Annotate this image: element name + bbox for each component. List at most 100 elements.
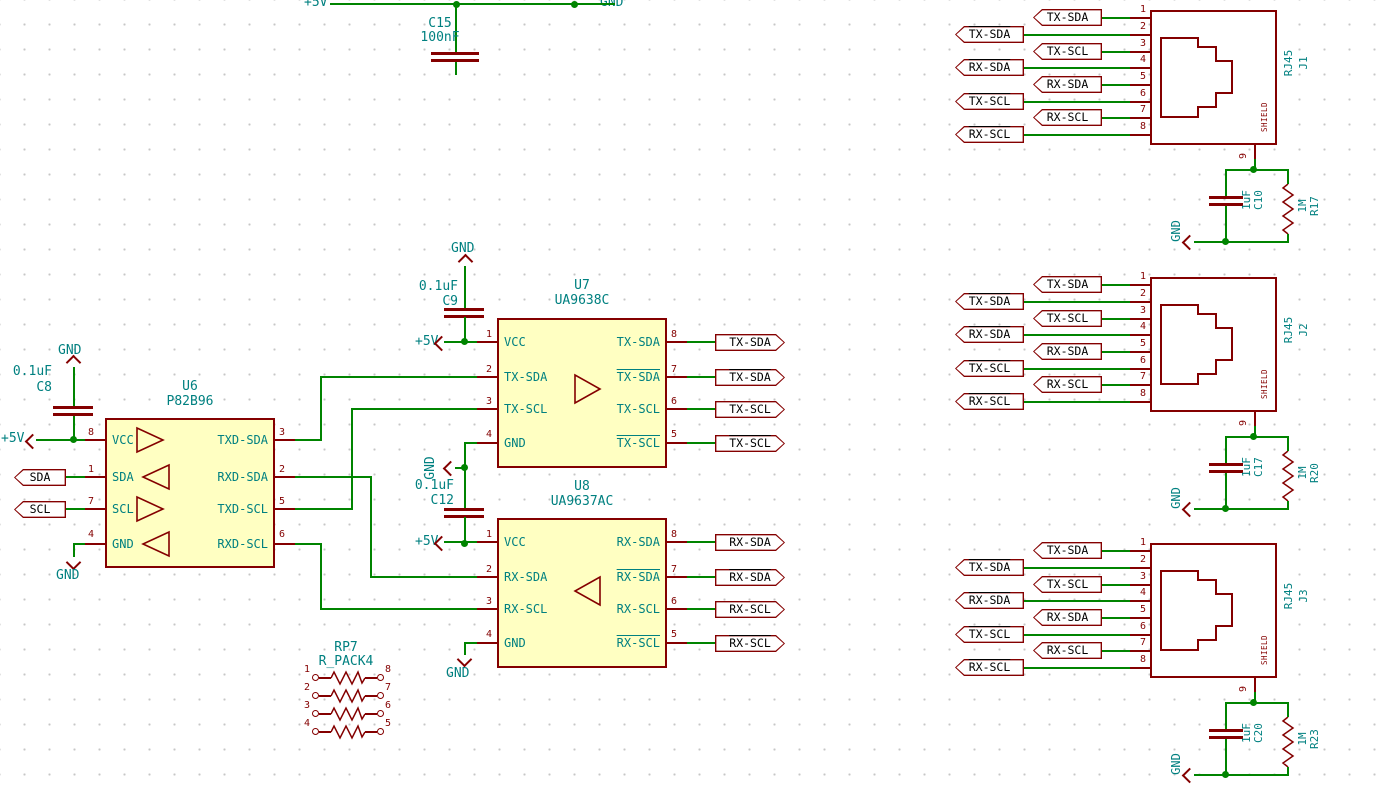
power-label-5v[interactable]: +5V [415, 334, 439, 349]
wire[interactable] [687, 341, 715, 343]
wire[interactable] [1024, 368, 1130, 370]
capacitor-ref[interactable]: C9 [442, 294, 458, 309]
wire[interactable] [1287, 704, 1289, 717]
wire[interactable] [1287, 438, 1289, 451]
capacitor-plate[interactable] [1209, 203, 1243, 206]
net-label-rx-scl[interactable]: RX-SCL [715, 601, 785, 618]
wire[interactable] [73, 416, 75, 441]
power-label-5v[interactable]: +5V [304, 0, 328, 10]
capacitor-value[interactable]: 0.1uF [414, 478, 454, 493]
wire[interactable] [1194, 774, 1289, 776]
capacitor-plate[interactable] [444, 508, 484, 511]
wire[interactable] [1287, 767, 1289, 775]
wire[interactable] [1225, 704, 1227, 729]
rpack-ref[interactable]: RP7 [334, 640, 358, 655]
ic-u6-body[interactable] [105, 418, 275, 568]
wire[interactable] [455, 62, 457, 75]
wire[interactable] [1287, 171, 1289, 184]
gnd-arrow-icon[interactable] [1181, 767, 1198, 784]
wire[interactable] [73, 543, 85, 545]
wire[interactable] [320, 608, 477, 610]
wire[interactable] [1102, 318, 1130, 320]
net-label-tx-sda[interactable]: TX-SDA [1033, 542, 1102, 559]
power-arrow-icon[interactable] [24, 433, 41, 450]
wire[interactable] [464, 642, 477, 644]
wire[interactable] [1225, 739, 1227, 775]
resistor-zigzag-icon[interactable] [331, 706, 365, 722]
wire[interactable] [687, 541, 715, 543]
wire[interactable] [320, 376, 322, 441]
wire[interactable] [1194, 508, 1289, 510]
wire[interactable] [1254, 159, 1256, 171]
capacitor-plate[interactable] [53, 406, 93, 409]
wire[interactable] [1225, 436, 1289, 438]
wire[interactable] [687, 576, 715, 578]
wire[interactable] [1024, 301, 1130, 303]
gnd-arrow-icon[interactable] [456, 651, 473, 668]
net-label-sda[interactable]: SDA [14, 469, 66, 486]
wire[interactable] [1194, 241, 1289, 243]
wire[interactable] [1254, 426, 1256, 438]
wire[interactable] [1225, 702, 1289, 704]
wire[interactable] [1102, 117, 1130, 119]
resistor-zigzag-icon[interactable] [1281, 184, 1295, 234]
wire[interactable] [1102, 351, 1130, 353]
connector-j2-body[interactable] [1150, 277, 1277, 412]
net-label-tx-scl-inv[interactable]: TX-SCL [955, 93, 1024, 110]
wire[interactable] [73, 545, 75, 557]
wire[interactable] [73, 367, 75, 406]
rpack-value[interactable]: R_PACK4 [318, 654, 374, 669]
wire[interactable] [1102, 284, 1130, 286]
wire[interactable] [1102, 17, 1130, 19]
wire[interactable] [1225, 473, 1227, 509]
wire[interactable] [1024, 600, 1130, 602]
wire[interactable] [687, 408, 715, 410]
connector-j3-body[interactable] [1150, 543, 1277, 678]
wire[interactable] [1024, 567, 1130, 569]
wire[interactable] [1102, 84, 1130, 86]
wire[interactable] [687, 376, 715, 378]
capacitor-plate[interactable] [444, 315, 484, 318]
net-label-rx-sda[interactable]: RX-SDA [1033, 76, 1102, 93]
wire[interactable] [687, 608, 715, 610]
capacitor-ref[interactable]: C15 [428, 16, 452, 31]
capacitor-ref[interactable]: C8 [36, 380, 52, 395]
power-label-gnd[interactable]: GND [1169, 753, 1183, 775]
wire[interactable] [687, 442, 715, 444]
ic-value[interactable]: UA9637AC [550, 494, 614, 509]
ic-value[interactable]: P82B96 [166, 394, 214, 409]
resistor-zigzag-icon[interactable] [331, 724, 365, 740]
wire[interactable] [464, 442, 477, 444]
power-label-gnd[interactable]: GND [1169, 220, 1183, 242]
connector-ref[interactable]: J2 [1297, 323, 1310, 337]
wire[interactable] [330, 3, 615, 5]
power-label-gnd[interactable]: GND [600, 0, 624, 10]
net-label-rx-scl-inv[interactable]: RX-SCL [955, 126, 1024, 143]
power-label-gnd[interactable]: GND [446, 666, 470, 681]
wire[interactable] [66, 476, 85, 478]
net-label-tx-scl[interactable]: TX-SCL [1033, 43, 1102, 60]
wire[interactable] [1024, 634, 1130, 636]
capacitor-plate[interactable] [1209, 463, 1243, 466]
resistor-zigzag-icon[interactable] [331, 688, 365, 704]
capacitor-value[interactable]: 0.1uF [418, 279, 458, 294]
net-label-tx-sda[interactable]: TX-SDA [715, 334, 785, 351]
wire[interactable] [1287, 501, 1289, 509]
capacitor-value[interactable]: 0.1uF [12, 364, 52, 379]
net-label-tx-sda-inv[interactable]: TX-SDA [955, 293, 1024, 310]
wire[interactable] [351, 408, 353, 510]
wire[interactable] [1225, 169, 1289, 171]
power-label-5v[interactable]: +5V [415, 534, 439, 549]
net-label-rx-scl-inv[interactable]: RX-SCL [955, 393, 1024, 410]
net-label-tx-sda-inv[interactable]: TX-SDA [955, 26, 1024, 43]
wire[interactable] [295, 439, 322, 441]
wire[interactable] [464, 517, 466, 543]
net-label-tx-scl[interactable]: TX-SCL [1033, 576, 1102, 593]
wire[interactable] [1254, 692, 1256, 704]
wire[interactable] [444, 541, 477, 543]
net-label-rx-sda-inv[interactable]: RX-SDA [955, 59, 1024, 76]
ic-u7-body[interactable] [497, 318, 667, 468]
